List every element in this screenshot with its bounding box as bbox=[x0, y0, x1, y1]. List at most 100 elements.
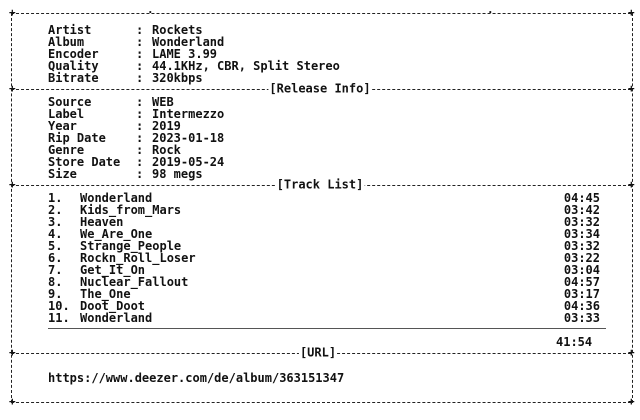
track-number: 3. bbox=[48, 215, 63, 229]
track-row: 6. Rockn_Roll_Loser 03:22 bbox=[48, 252, 600, 264]
nfo-frame bbox=[11, 13, 633, 403]
track-title: Kids_from_Mars bbox=[80, 203, 182, 217]
release-info-list: Source:WEB Label:Intermezzo Year:2019 Ri… bbox=[48, 96, 224, 180]
audio-info-list: Artist: Rockets Album: Wonderland Encoder:… bbox=[48, 24, 340, 84]
total-divider bbox=[48, 328, 606, 329]
track-title: Rockn_Roll_Loser bbox=[80, 251, 196, 265]
track-title: Wonderland bbox=[80, 191, 153, 205]
track-number: 7. bbox=[48, 263, 63, 277]
track-length: 03:42 bbox=[563, 203, 600, 217]
info-separator: : bbox=[136, 119, 144, 133]
info-label: Encoder bbox=[48, 47, 99, 61]
track-title: Doot_Doot bbox=[80, 299, 146, 313]
info-label: Size bbox=[48, 167, 77, 181]
junction-mark: + bbox=[628, 82, 635, 95]
info-label: Artist bbox=[48, 23, 92, 37]
track-length: 03:32 bbox=[563, 239, 600, 253]
corner-mark: + bbox=[9, 395, 16, 408]
track-length: 04:36 bbox=[563, 299, 600, 313]
track-title: Heaven bbox=[80, 215, 124, 229]
header-tick: · bbox=[147, 6, 154, 19]
info-separator: : bbox=[136, 47, 144, 61]
info-label: Quality bbox=[48, 59, 99, 73]
info-label: Album bbox=[48, 35, 85, 49]
track-row: 4. We_Are_One 03:34 bbox=[48, 228, 600, 240]
corner-mark: + bbox=[628, 395, 635, 408]
info-separator: : bbox=[136, 71, 144, 85]
junction-mark: + bbox=[628, 346, 635, 359]
release-info-heading: [Release Info] bbox=[268, 81, 372, 96]
track-title: Wonderland bbox=[80, 311, 153, 325]
info-value: 98 megs bbox=[152, 167, 203, 181]
corner-mark: + bbox=[628, 6, 635, 19]
junction-mark: + bbox=[628, 178, 635, 191]
info-value: Intermezzo bbox=[152, 107, 225, 121]
info-separator: : bbox=[136, 23, 144, 37]
track-number: 1. bbox=[48, 191, 63, 205]
info-separator: : bbox=[136, 155, 144, 169]
track-row: 5. Strange_People 03:32 bbox=[48, 240, 600, 252]
info-separator: : bbox=[136, 95, 144, 109]
info-separator: : bbox=[136, 143, 144, 157]
info-label: Year bbox=[48, 119, 77, 133]
info-value: Rockets bbox=[152, 23, 203, 37]
info-value: Wonderland bbox=[152, 35, 225, 49]
url-heading: [URL] bbox=[298, 345, 338, 360]
junction-mark: + bbox=[9, 82, 16, 95]
info-value: 2019-05-24 bbox=[152, 155, 225, 169]
corner-mark: + bbox=[9, 6, 16, 19]
info-separator: : bbox=[136, 35, 144, 49]
info-label: Genre bbox=[48, 143, 85, 157]
track-row: 7. Get_It_On 03:04 bbox=[48, 264, 600, 276]
track-title: Get_It_On bbox=[80, 263, 146, 277]
track-number: 8. bbox=[48, 275, 63, 289]
track-length: 03:17 bbox=[563, 287, 600, 301]
track-length: 03:04 bbox=[563, 263, 600, 277]
info-value: WEB bbox=[152, 95, 174, 109]
track-row: 9. The_One 03:17 bbox=[48, 288, 600, 300]
info-label: Bitrate bbox=[48, 71, 99, 85]
info-separator: : bbox=[136, 131, 144, 145]
info-label: Store Date bbox=[48, 155, 121, 169]
track-title: We_Are_One bbox=[80, 227, 153, 241]
track-title: The_One bbox=[80, 287, 131, 301]
track-number: 5. bbox=[48, 239, 63, 253]
track-length: 03:33 bbox=[563, 311, 600, 325]
bottom-rule bbox=[11, 402, 631, 403]
info-value: 320kbps bbox=[152, 71, 203, 85]
info-value: 44.1KHz, CBR, Split Stereo bbox=[152, 59, 340, 73]
track-number: 4. bbox=[48, 227, 63, 241]
track-length: 04:45 bbox=[563, 191, 600, 205]
track-number: 10. bbox=[48, 299, 70, 313]
track-number: 11. bbox=[48, 311, 70, 325]
junction-mark: + bbox=[9, 178, 16, 191]
track-number: 2. bbox=[48, 203, 63, 217]
track-title: Nuclear_Fallout bbox=[80, 275, 189, 289]
track-number: 9. bbox=[48, 287, 63, 301]
info-label: Source bbox=[48, 95, 92, 109]
track-number: 6. bbox=[48, 251, 63, 265]
album-url[interactable]: https://www.deezer.com/de/album/36315134… bbox=[48, 371, 345, 385]
info-value: 2023-01-18 bbox=[152, 131, 225, 145]
track-list-heading: [Track List] bbox=[275, 177, 365, 192]
junction-mark: + bbox=[9, 346, 16, 359]
info-value: LAME 3.99 bbox=[152, 47, 218, 61]
info-separator: : bbox=[136, 107, 144, 121]
info-separator: : bbox=[136, 59, 144, 73]
track-length: 03:34 bbox=[563, 227, 600, 241]
info-value: 2019 bbox=[152, 119, 181, 133]
track-row: 11. Wonderland 03:33 bbox=[48, 312, 600, 324]
info-label: Label bbox=[48, 107, 85, 121]
total-length: 41:54 bbox=[556, 335, 593, 349]
info-separator: : bbox=[136, 167, 144, 181]
track-row: 2. Kids_from_Mars 03:42 bbox=[48, 204, 600, 216]
track-length: 04:57 bbox=[563, 275, 600, 289]
track-row: 1. Wonderland 04:45 bbox=[48, 192, 600, 204]
info-value: Rock bbox=[152, 143, 181, 157]
track-title: Strange_People bbox=[80, 239, 182, 253]
track-length: 03:22 bbox=[563, 251, 600, 265]
track-row: 8. Nuclear_Fallout 04:57 bbox=[48, 276, 600, 288]
top-rule bbox=[11, 13, 631, 14]
